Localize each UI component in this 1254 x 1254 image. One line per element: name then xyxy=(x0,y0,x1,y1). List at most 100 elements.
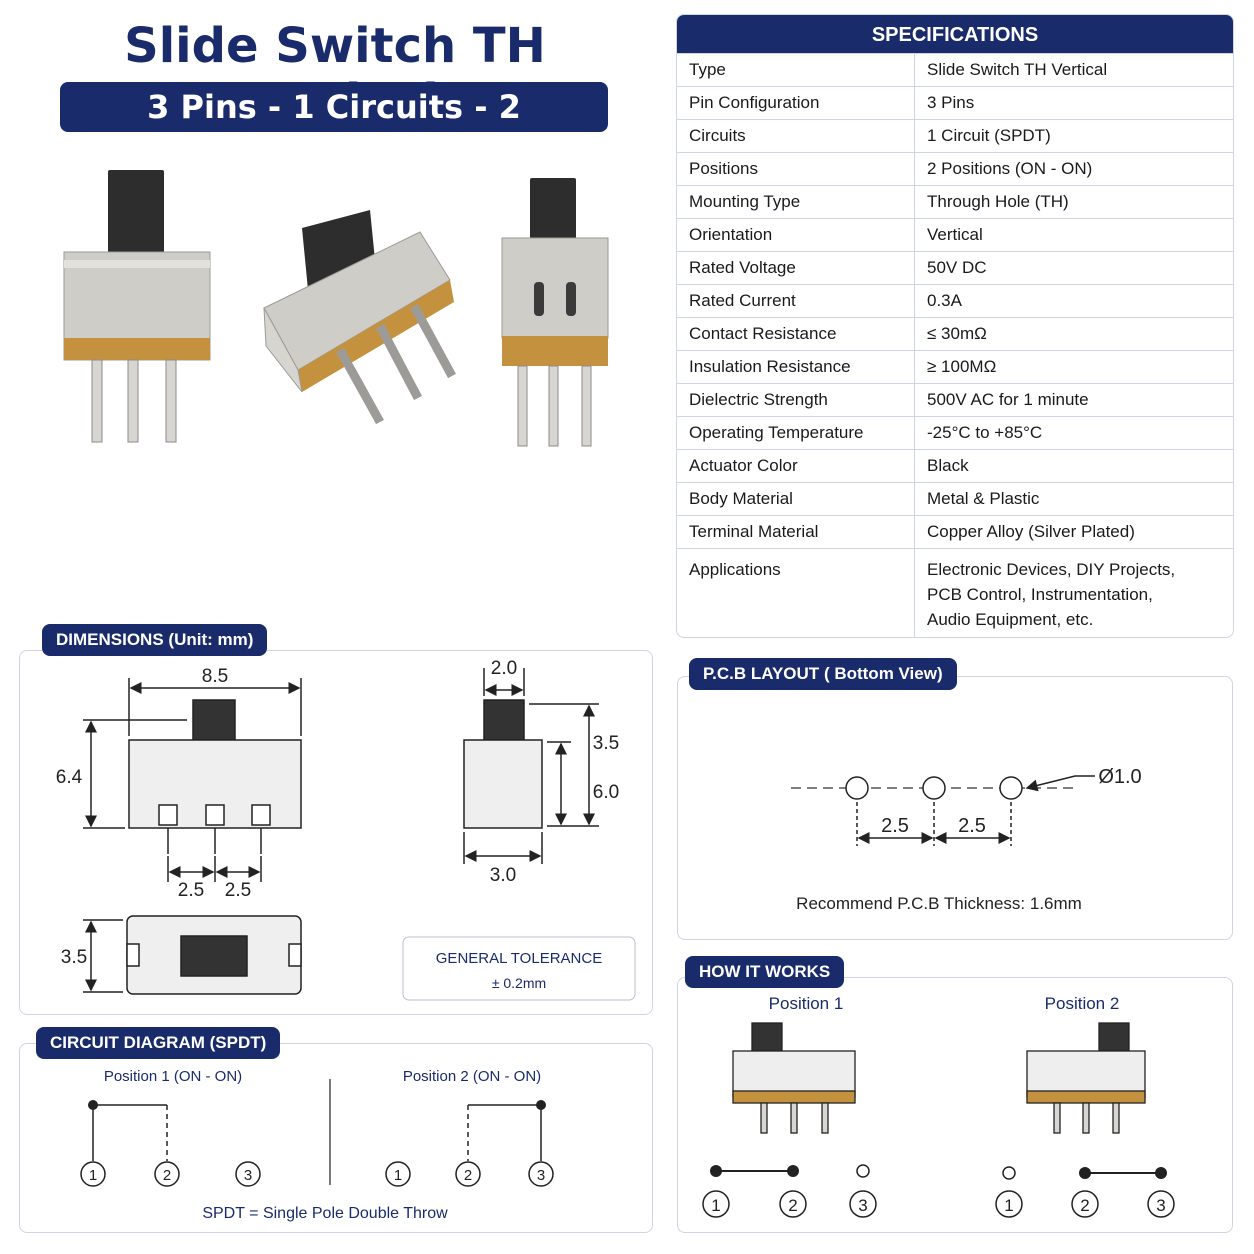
pcb-layout-panel xyxy=(677,676,1233,940)
how-position2-label: Position 2 xyxy=(1045,994,1120,1013)
dim-depth-label: 3.5 xyxy=(61,947,87,968)
spdt-footer: SPDT = Single Pole Double Throw xyxy=(202,1205,448,1222)
spec-key: Contact Resistance xyxy=(677,317,915,351)
spec-key: Rated Voltage xyxy=(677,251,915,285)
spec-value: Electronic Devices, DIY Projects, PCB Co… xyxy=(914,548,1233,637)
circuit-diagram-tag: CIRCUIT DIAGRAM (SPDT) xyxy=(36,1027,281,1059)
circuit-pin-3: 3 xyxy=(244,1167,252,1184)
table-row: Operating Temperature-25°C to +85°C xyxy=(677,416,1233,450)
applications-line: Audio Equipment, etc. xyxy=(927,610,1094,629)
how-pin-3: 3 xyxy=(1156,1196,1165,1215)
circuit-pin-3: 3 xyxy=(537,1167,545,1184)
how-pin-3: 3 xyxy=(858,1196,867,1215)
spec-value: ≥ 100MΩ xyxy=(914,350,1233,384)
spec-key: Rated Current xyxy=(677,284,915,318)
pcb-pitch2: 2.5 xyxy=(958,815,986,837)
applications-line: Electronic Devices, DIY Projects, xyxy=(927,560,1176,579)
pcb-thickness-note: Recommend P.C.B Thickness: 1.6mm xyxy=(796,894,1082,913)
spec-value: Slide Switch TH Vertical xyxy=(914,53,1233,87)
spec-value: Through Hole (TH) xyxy=(914,185,1233,219)
spec-value: 3 Pins xyxy=(914,86,1233,120)
how-it-works-tag: HOW IT WORKS xyxy=(685,956,845,988)
product-photos xyxy=(63,170,609,447)
how-pin-1: 1 xyxy=(1004,1196,1013,1215)
switch-angled-photo xyxy=(263,210,456,425)
pcb-hole-2 xyxy=(922,776,946,800)
pcb-layout-tag: P.C.B LAYOUT ( Bottom View) xyxy=(689,658,957,690)
pcb-view-label: ( Bottom View) xyxy=(823,664,943,683)
spec-value: ≤ 30mΩ xyxy=(914,317,1233,351)
dim-width-label: 8.5 xyxy=(202,666,228,687)
spec-key: Terminal Material xyxy=(677,515,915,549)
spec-value: Black xyxy=(914,449,1233,483)
subtitle-banner: 3 Pins - 1 Circuits - 2 Positions xyxy=(60,82,608,176)
applications-line: PCB Control, Instrumentation, xyxy=(927,585,1153,604)
tolerance-value: ± 0.2mm xyxy=(492,975,546,991)
switch-side-photo xyxy=(501,178,609,447)
pcb-hole-1 xyxy=(845,776,869,800)
pcb-hole-diameter: Ø1.0 xyxy=(1098,766,1141,788)
spec-value: 0.3A xyxy=(914,284,1233,318)
how-it-works-panel xyxy=(677,977,1233,1233)
spec-key: Orientation xyxy=(677,218,915,252)
circuit-drawing: Position 1 (ON - ON) Position 2 (ON - ON… xyxy=(80,1068,554,1222)
circuit-diagram-panel xyxy=(19,1043,653,1233)
switch-front-photo xyxy=(63,170,211,443)
spec-key: Dielectric Strength xyxy=(677,383,915,417)
spec-value: -25°C to +85°C xyxy=(914,416,1233,450)
pcb-drawing: Ø1.0 2.5 2.5 Recommend P.C.B Thickness: … xyxy=(791,766,1142,913)
dim-side-width: 3.0 xyxy=(490,865,516,886)
spec-key: Applications xyxy=(677,548,915,637)
dimensions-tag: DIMENSIONS (Unit: mm) xyxy=(42,624,268,656)
dim-side-height: 6.0 xyxy=(593,782,619,803)
dim-actuator-height: 3.5 xyxy=(593,733,619,754)
circuit-pin-2: 2 xyxy=(464,1167,472,1184)
how-pin-2: 2 xyxy=(788,1196,797,1215)
tolerance-title: GENERAL TOLERANCE xyxy=(436,950,602,967)
circuit-position1-label: Position 1 (ON - ON) xyxy=(104,1068,242,1085)
dimension-drawing: 8.5 6.4 2.5 2.5 3.5 2.0 3.5 6.0 3.0 GENE… xyxy=(56,658,636,1001)
pcb-hole-3 xyxy=(999,776,1023,800)
specifications-heading: SPECIFICATIONS xyxy=(677,15,1233,53)
how-position1-label: Position 1 xyxy=(769,994,844,1013)
spec-value: Vertical xyxy=(914,218,1233,252)
dim-pitch1-label: 2.5 xyxy=(178,880,204,901)
spec-value: 1 Circuit (SPDT) xyxy=(914,119,1233,153)
spec-value: 50V DC xyxy=(914,251,1233,285)
spec-value: 2 Positions (ON - ON) xyxy=(914,152,1233,186)
circuit-pin-1: 1 xyxy=(89,1167,97,1184)
table-row: Insulation Resistance≥ 100MΩ xyxy=(677,350,1233,384)
how-it-works-drawing: Position 1 Position 2 1 2 3 1 2 3 xyxy=(702,994,1175,1218)
spec-key: Insulation Resistance xyxy=(677,350,915,384)
spec-key: Mounting Type xyxy=(677,185,915,219)
dimensions-unit: (Unit: mm) xyxy=(168,630,254,649)
spec-value: 500V AC for 1 minute xyxy=(914,383,1233,417)
circuit-pin-2: 2 xyxy=(163,1167,171,1184)
spec-key: Operating Temperature xyxy=(677,416,915,450)
dim-actuator-width: 2.0 xyxy=(491,658,517,679)
circuit-pin-1: 1 xyxy=(394,1167,402,1184)
spec-key: Actuator Color xyxy=(677,449,915,483)
table-row: Applications Electronic Devices, DIY Pro… xyxy=(677,548,1233,637)
table-row: Contact Resistance≤ 30mΩ xyxy=(677,317,1233,351)
how-pin-2: 2 xyxy=(1080,1196,1089,1215)
circuit-position2-label: Position 2 (ON - ON) xyxy=(403,1068,541,1085)
dim-height-label: 6.4 xyxy=(56,767,83,788)
spec-key: Body Material xyxy=(677,482,915,516)
spec-key: Circuits xyxy=(677,119,915,153)
pcb-pitch1: 2.5 xyxy=(881,815,909,837)
dimensions-tag-label: DIMENSIONS xyxy=(56,630,164,649)
